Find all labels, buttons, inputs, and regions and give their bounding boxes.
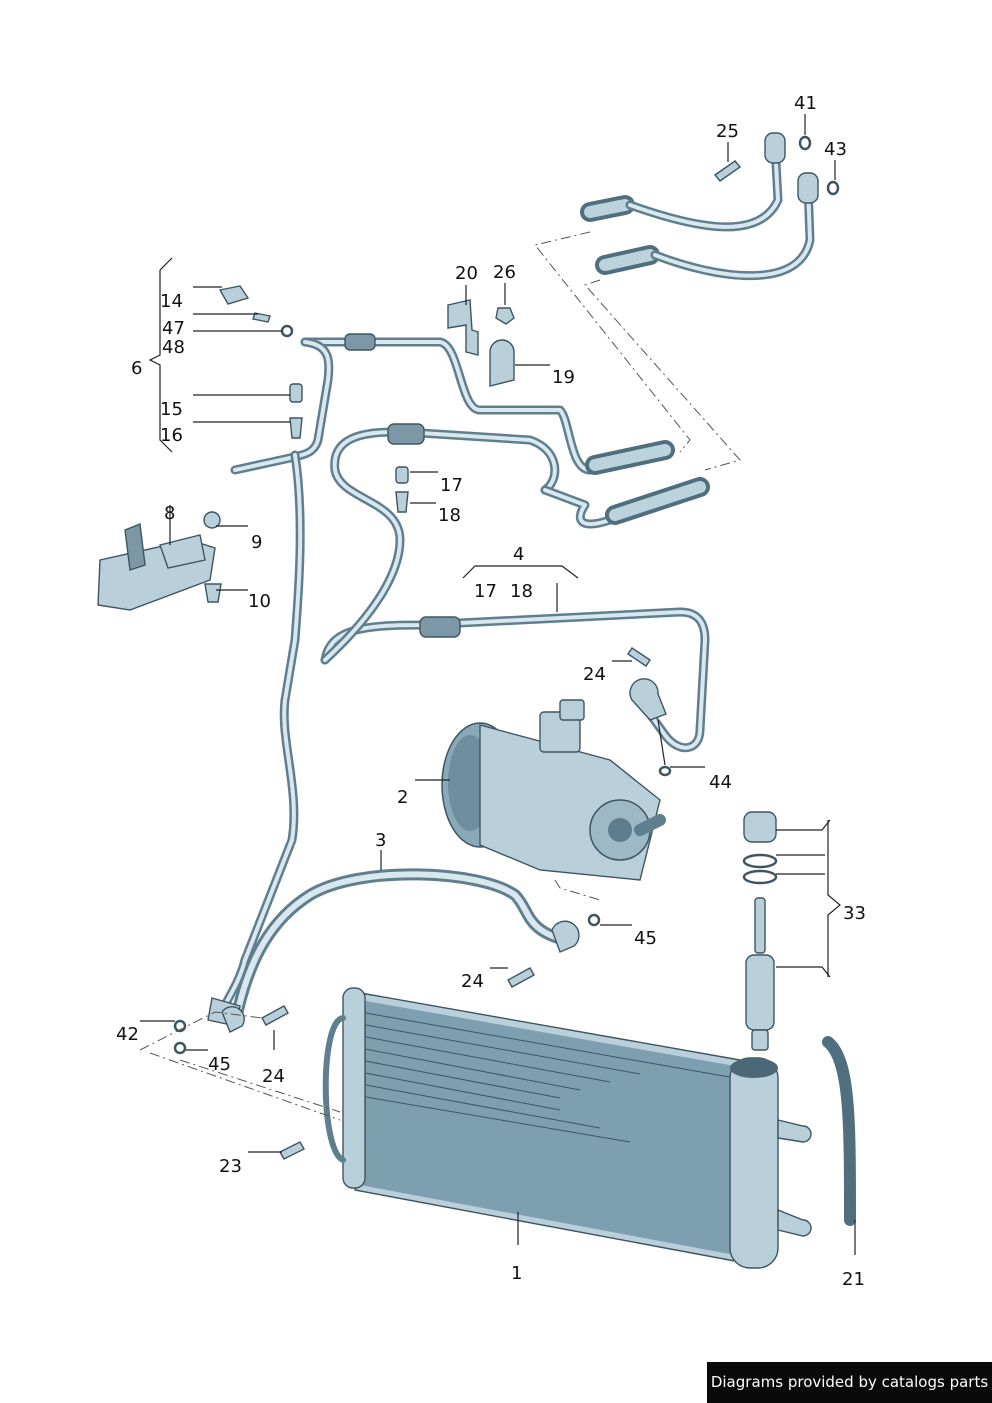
callout-26: 26	[493, 262, 516, 283]
callout-24-middle: 24	[461, 971, 484, 992]
callout-4: 4	[513, 544, 524, 565]
callout-23: 23	[219, 1156, 242, 1177]
callout-42: 42	[116, 1024, 139, 1045]
seal-strip	[822, 1036, 856, 1226]
callout-18-hose: 18	[510, 581, 533, 602]
callout-25: 25	[716, 121, 739, 142]
callout-15: 15	[160, 399, 183, 420]
liquid-line	[207, 868, 580, 1033]
callout-43: 43	[824, 139, 847, 160]
dryer-cartridge	[742, 811, 778, 1051]
bracket	[97, 523, 216, 611]
callout-10: 10	[248, 591, 271, 612]
callout-20: 20	[455, 263, 478, 284]
compressor	[441, 699, 666, 881]
callout-8: 8	[164, 503, 175, 524]
callout-47: 47	[162, 318, 185, 339]
condenser	[322, 987, 812, 1269]
pressure-line	[220, 333, 376, 1010]
callout-33: 33	[843, 903, 866, 924]
callout-19: 19	[552, 367, 575, 388]
callout-41: 41	[794, 93, 817, 114]
suction-hose	[320, 423, 710, 753]
callout-14: 14	[160, 291, 183, 312]
callout-24-upper: 24	[583, 664, 606, 685]
callout-17: 17	[440, 475, 463, 496]
leader-lines	[140, 114, 856, 1255]
callout-16: 16	[160, 425, 183, 446]
callout-44: 44	[709, 772, 732, 793]
callout-45-lower: 45	[208, 1054, 231, 1075]
hardware	[139, 135, 840, 1160]
callout-45-upper: 45	[634, 928, 657, 949]
callout-9: 9	[251, 532, 262, 553]
callout-21: 21	[842, 1269, 865, 1290]
callout-24-lower: 24	[262, 1066, 285, 1087]
callout-1: 1	[511, 1263, 522, 1284]
callout-18: 18	[438, 505, 461, 526]
callout-6: 6	[131, 358, 142, 379]
callout-labels: 1 2 3 4 6 8 9 10 14 15 16 17 17 18 18 19…	[116, 93, 866, 1290]
callout-2: 2	[397, 787, 408, 808]
footer-credit: Diagrams provided by catalogs parts	[707, 1362, 992, 1403]
callout-17-hose: 17	[474, 581, 497, 602]
callout-48: 48	[162, 337, 185, 358]
callout-3: 3	[375, 830, 386, 851]
upper-lines	[300, 132, 819, 529]
